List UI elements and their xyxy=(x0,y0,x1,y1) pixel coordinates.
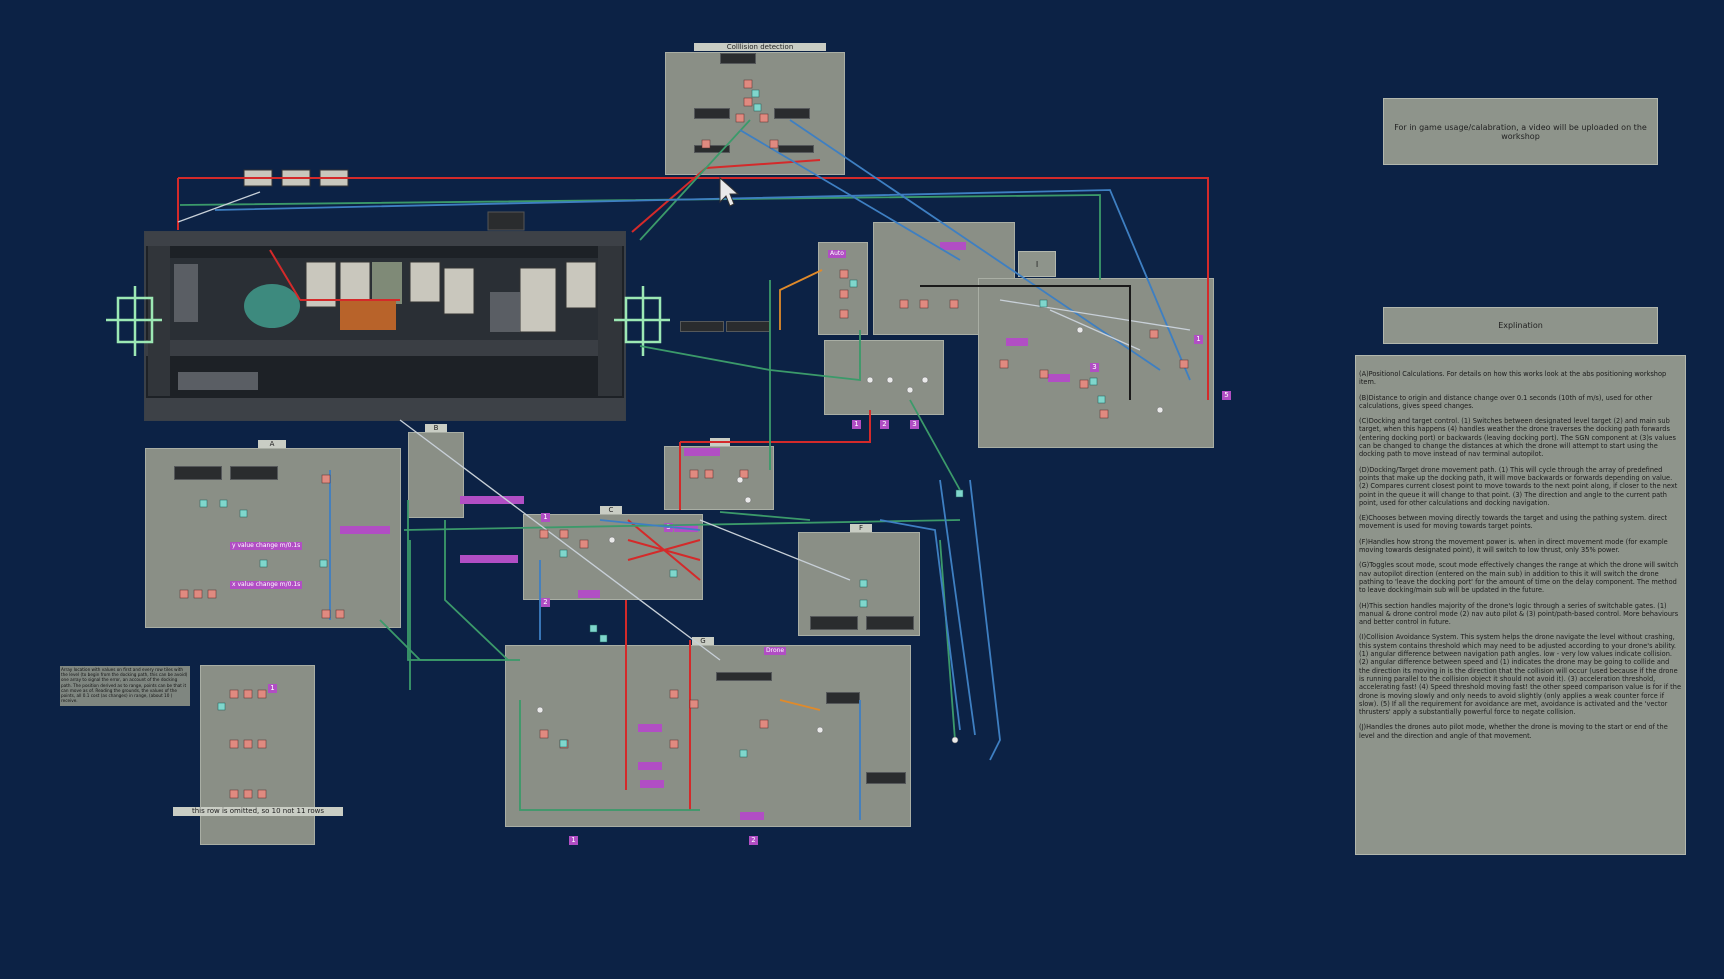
collision-detection-title: Colllision detection xyxy=(694,43,826,51)
sensor-g3[interactable] xyxy=(866,772,906,784)
explain-i: (I)Collision Avoidance System. This syst… xyxy=(1359,633,1682,717)
sensor-mid1[interactable] xyxy=(680,321,724,332)
panel-i-label: I xyxy=(1018,251,1056,277)
row-omitted-note: this row is omitted, so 10 not 11 rows xyxy=(173,807,343,816)
badge-i1: 1 xyxy=(1194,335,1203,344)
panel-e xyxy=(664,446,774,510)
tag-ts1 xyxy=(940,242,966,250)
tag-ts12 xyxy=(578,590,600,598)
sensor-a2[interactable] xyxy=(230,466,278,480)
tag-ts8 xyxy=(638,724,662,732)
panel-g xyxy=(505,645,911,827)
sensor-br[interactable] xyxy=(778,145,814,153)
tag-auto: Auto xyxy=(828,250,846,258)
badge-h2: 2 xyxy=(880,420,889,429)
sensor-f2[interactable] xyxy=(866,616,914,630)
sensor-g2[interactable] xyxy=(826,692,860,704)
explain-d: (D)Docking/Target drone movement path. (… xyxy=(1359,465,1678,507)
sensor-left[interactable] xyxy=(694,108,730,119)
tag-y-value: y value change m/0.1s xyxy=(230,542,303,550)
explain-a: (A)Positionol Calculations. For details … xyxy=(1359,370,1667,387)
explain-g: (G)Toggles scout mode, scout mode effect… xyxy=(1359,561,1679,595)
explanation-title: Explination xyxy=(1383,307,1658,344)
badge-g2: 2 xyxy=(749,836,758,845)
explain-e: (E)Chooses between moving directly towar… xyxy=(1359,514,1668,531)
calibration-note: For in game usage/calabration, a video w… xyxy=(1383,98,1658,165)
panel-c-title: C xyxy=(600,506,622,514)
array-note: Array location with values on first and … xyxy=(60,666,190,706)
tag-ts4 xyxy=(460,496,524,504)
explain-b: (B)Distance to origin and distance chang… xyxy=(1359,393,1653,410)
cursor-icon xyxy=(719,176,740,207)
panel-b-title: B xyxy=(425,424,447,432)
tag-drone: Drone xyxy=(764,647,787,655)
sensor-bl[interactable] xyxy=(694,145,730,153)
tag-ts11 xyxy=(740,812,764,820)
sensor-a1[interactable] xyxy=(174,466,222,480)
tag-ts2 xyxy=(1006,338,1028,346)
badge-i5: 5 xyxy=(1222,391,1231,400)
sensor-g1[interactable] xyxy=(716,672,772,681)
panel-f-title: F xyxy=(850,524,872,532)
submarine xyxy=(106,169,670,421)
panel-g-title: G xyxy=(692,637,714,645)
tag-x-value: x value change m/0.1s xyxy=(230,581,303,589)
tag-ts9 xyxy=(638,762,662,770)
tag-ts10 xyxy=(640,780,664,788)
sensor-right[interactable] xyxy=(774,108,810,119)
component-nodes xyxy=(179,79,1189,799)
tag-ts6 xyxy=(340,526,390,534)
tag-ts3 xyxy=(1048,374,1070,382)
badge-h1: 1 xyxy=(852,420,861,429)
badge-i3: 3 xyxy=(1090,363,1099,372)
explain-h: (H)This section handles majority of the … xyxy=(1359,601,1679,627)
tag-ts5 xyxy=(460,555,518,563)
tag-tb xyxy=(684,448,720,456)
explain-j: (J)Handles the drones auto pilot mode, w… xyxy=(1359,723,1668,740)
badge-h3: 3 xyxy=(910,420,919,429)
explanation-text: (A)Positionol Calculations. For details … xyxy=(1355,355,1686,855)
panel-a-title: A xyxy=(258,440,286,448)
explain-c: (C)Docking and target control. (1) Switc… xyxy=(1359,417,1676,459)
explain-f: (F)Handles how strong the movement power… xyxy=(1359,537,1668,555)
badge-c1: 1 xyxy=(541,513,550,522)
badge-g1: 1 xyxy=(569,836,578,845)
sensor-top[interactable] xyxy=(720,53,756,64)
badge-arr1: 1 xyxy=(268,684,277,693)
badge-c2: 2 xyxy=(541,598,550,607)
sensor-f1[interactable] xyxy=(810,616,858,630)
